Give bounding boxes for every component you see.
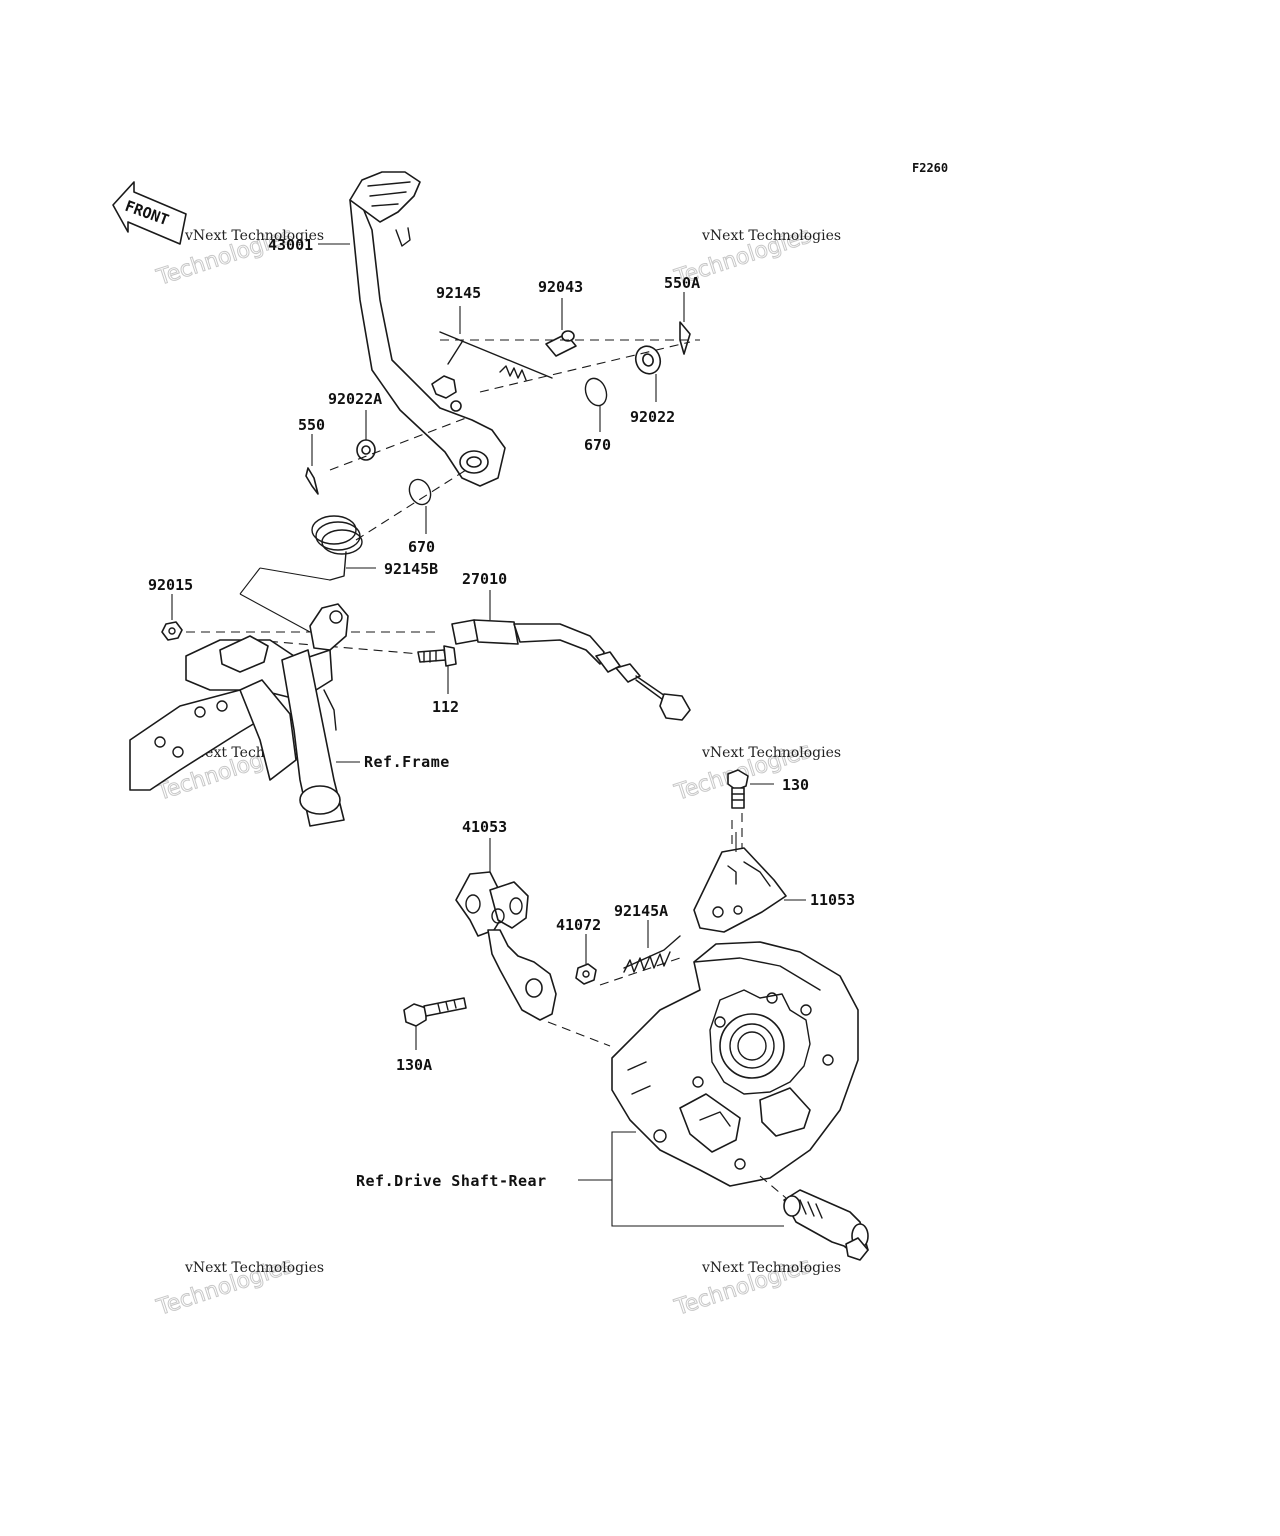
brake-switch-27010-part xyxy=(451,619,691,721)
washer-92022-part xyxy=(634,345,662,375)
spring-92145a-part xyxy=(623,935,681,973)
label-130a: 130A xyxy=(396,1056,432,1074)
ref-drive-shaft-label: Ref.Drive Shaft-Rear xyxy=(356,1172,547,1190)
svg-text:vNext Technologies: vNext Technologies xyxy=(701,1260,841,1276)
label-550: 550 xyxy=(298,416,325,434)
pin-92043-part xyxy=(545,330,577,357)
watermark-text-1: vNext Technologies xyxy=(184,228,324,244)
washer-92022a-part xyxy=(356,439,376,461)
label-92015: 92015 xyxy=(148,576,193,594)
shaft-part xyxy=(759,1175,869,1261)
lever-41053-part xyxy=(455,871,557,1021)
nut-92015-part xyxy=(161,621,183,641)
cotter-pin-550a-part xyxy=(679,321,691,355)
brake-pedal-part xyxy=(349,171,506,487)
label-92145a: 92145A xyxy=(614,902,668,920)
diagram-code: F2260 xyxy=(912,161,948,175)
o-ring-670-lower-part xyxy=(408,478,432,506)
ref-frame-label: Ref.Frame xyxy=(364,753,450,771)
o-ring-670-upper-part xyxy=(584,377,608,407)
label-550a: 550A xyxy=(664,274,700,292)
label-92022: 92022 xyxy=(630,408,675,426)
label-112: 112 xyxy=(432,698,459,716)
label-41072: 41072 xyxy=(556,916,601,934)
drive-housing-part xyxy=(611,941,859,1187)
label-27010: 27010 xyxy=(462,570,507,588)
watermark-text-2: vNext Technologies xyxy=(701,228,841,244)
spring-92145-part xyxy=(439,331,553,381)
label-670-upper: 670 xyxy=(584,436,611,454)
torsion-spring-92145b-part xyxy=(311,515,363,581)
label-11053: 11053 xyxy=(810,891,855,909)
bracket-11053-part xyxy=(693,847,787,933)
label-670-lower: 670 xyxy=(408,538,435,556)
label-130: 130 xyxy=(782,776,809,794)
cotter-pin-550-part xyxy=(305,467,319,495)
svg-text:vNext Technologies: vNext Technologies xyxy=(184,1260,324,1276)
label-43001: 43001 xyxy=(268,236,313,254)
bolt-130a-part xyxy=(403,997,467,1027)
label-92145: 92145 xyxy=(436,284,481,302)
bolt-130-part xyxy=(727,769,749,809)
label-41053: 41053 xyxy=(462,818,507,836)
frame-part xyxy=(129,603,349,827)
bolt-112-part xyxy=(417,645,457,667)
nut-41072-part xyxy=(575,963,597,985)
svg-text:vNext Technologies: vNext Technologies xyxy=(701,745,841,761)
front-arrow-icon: FRONT xyxy=(112,181,187,245)
label-92043: 92043 xyxy=(538,278,583,296)
label-92022a: 92022A xyxy=(328,390,382,408)
label-92145b: 92145B xyxy=(384,560,438,578)
leader-lines xyxy=(171,243,806,1227)
